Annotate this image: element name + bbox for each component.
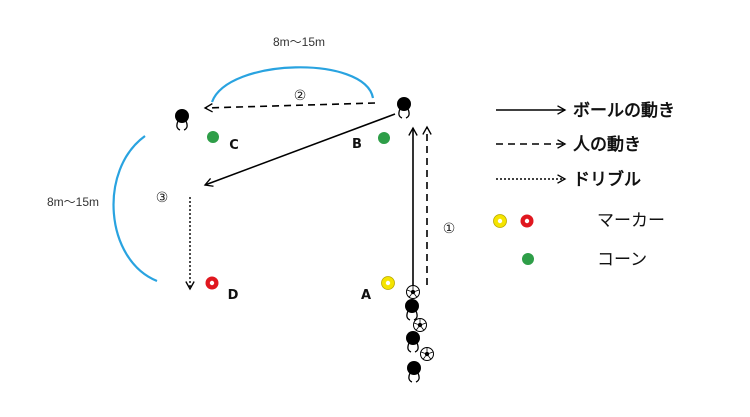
legend-marker-icon-red [520, 214, 534, 228]
point-label-a: A [361, 288, 371, 303]
legend-label-player-movement: 人の動き [573, 134, 641, 155]
cone-icon-c [207, 131, 219, 143]
distance-label-top: 8m～15m [273, 35, 325, 49]
cone-icon-b [378, 132, 390, 144]
soccer-ball-icon [413, 318, 427, 332]
point-label-c: C [229, 138, 239, 153]
player-icon-a1 [405, 299, 419, 321]
step-number-3: ③ [156, 190, 169, 206]
legend-label-marker: マーカー [597, 211, 665, 231]
marker-icon-a [381, 276, 395, 290]
point-label-d: D [228, 288, 239, 303]
distance-label-left: 8m～15m [47, 195, 99, 209]
legend-label-ball-movement: ボールの動き [573, 100, 675, 121]
player-icon-a3 [407, 361, 421, 383]
legend-label-dribble: ドリブル [573, 169, 641, 190]
distance-arc-left [112, 135, 158, 283]
step-number-1: ① [443, 221, 456, 237]
marker-icon-d [205, 276, 219, 290]
player-icon-b [397, 97, 411, 119]
player-icon-c [175, 109, 189, 131]
legend: ボールの動き 人の動き ドリブル マーカー コーン [493, 100, 675, 270]
soccer-ball-icon [420, 347, 434, 361]
pass-arrow-b-to-d-lane [203, 113, 396, 187]
soccer-ball-icon [406, 285, 420, 299]
player-icon-a2 [406, 331, 420, 353]
legend-marker-icon-yellow [493, 214, 507, 228]
pass-arrow-b-to-c-player [203, 102, 376, 113]
legend-label-cone: コーン [597, 250, 647, 270]
legend-cone-icon [522, 253, 534, 265]
distance-arc-top [210, 66, 375, 103]
step-number-2: ② [294, 88, 307, 104]
point-label-b: B [352, 137, 362, 152]
